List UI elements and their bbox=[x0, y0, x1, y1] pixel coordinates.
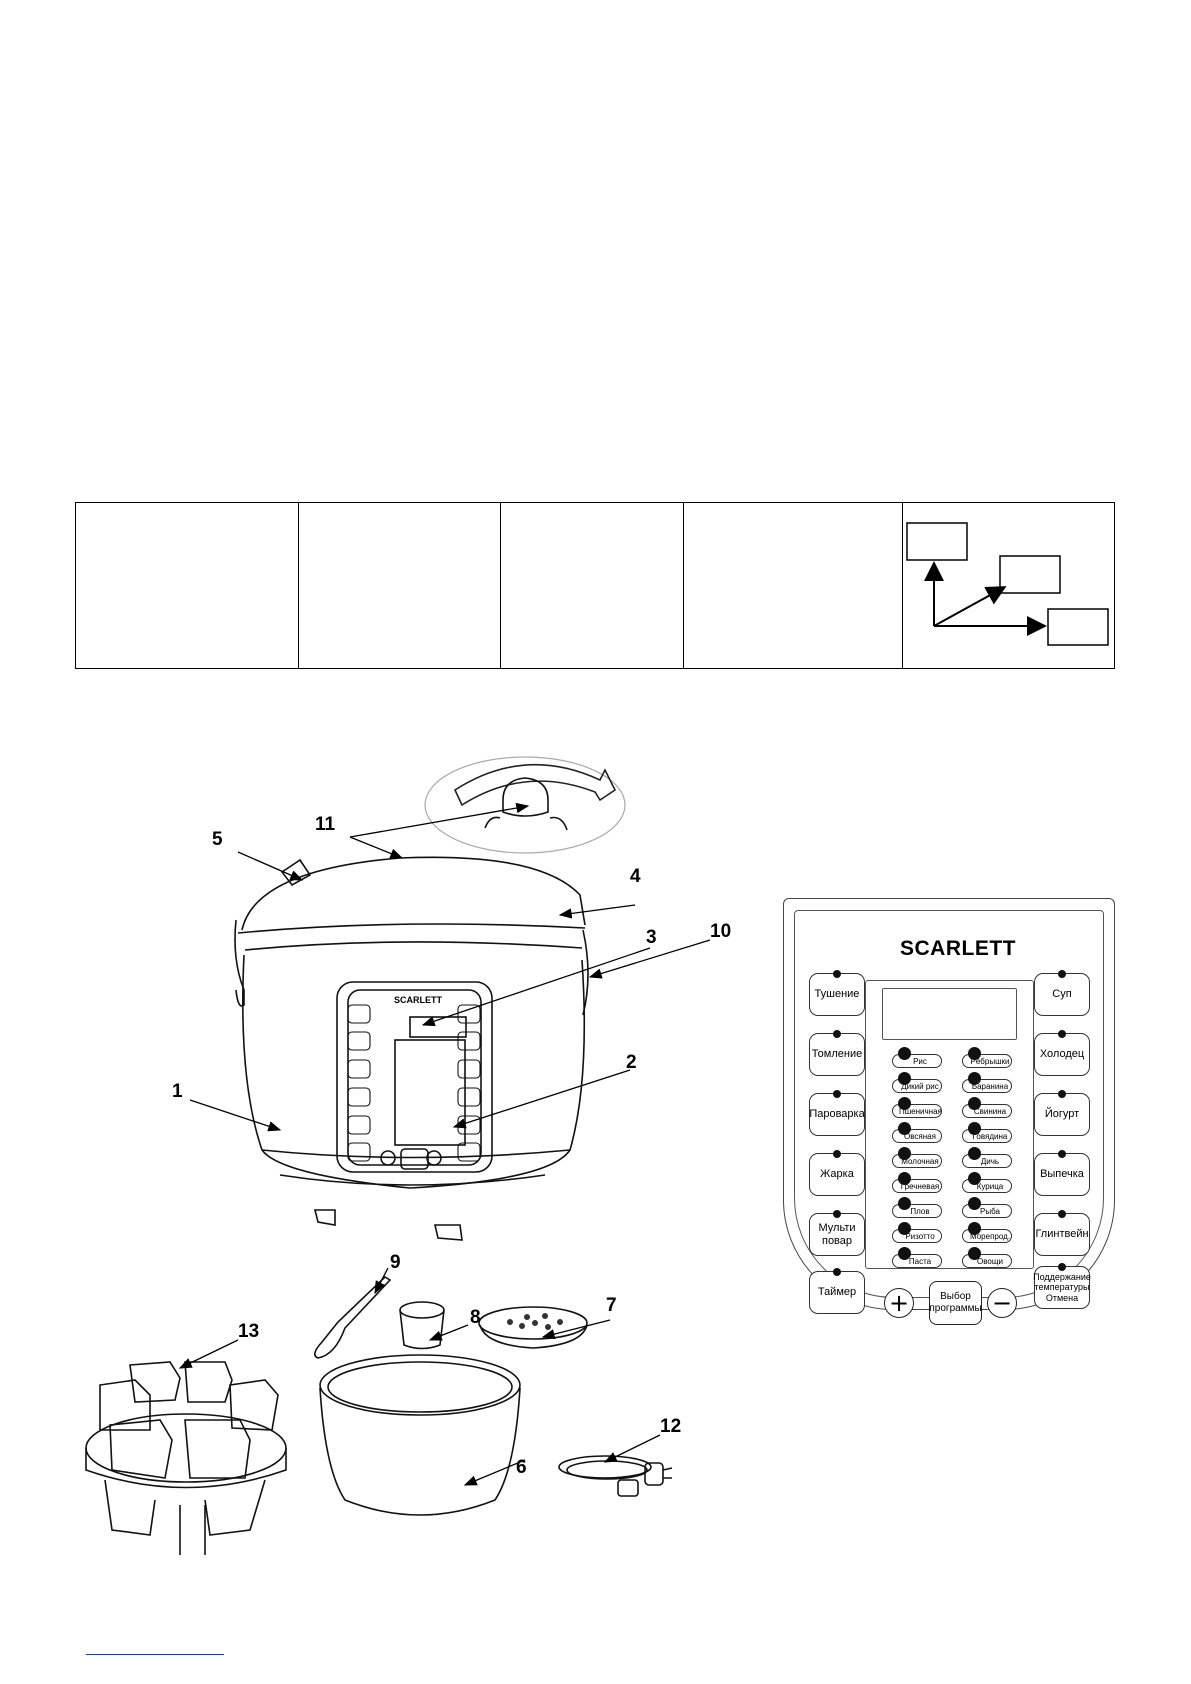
cooker-brand-label: SCARLETT bbox=[394, 995, 442, 1005]
steam-valve-icon bbox=[424, 756, 626, 854]
program-molochnaya[interactable]: Молочная bbox=[892, 1147, 942, 1168]
button-tomlenie[interactable]: Томление bbox=[809, 1030, 865, 1076]
program-govyadina[interactable]: Говядина bbox=[962, 1122, 1012, 1143]
power-cord-icon bbox=[558, 1455, 673, 1497]
button-tushenie[interactable]: Тушение bbox=[809, 970, 865, 1016]
axes-diagram-icon bbox=[906, 522, 1109, 646]
led-icon bbox=[833, 1268, 841, 1276]
led-icon bbox=[833, 970, 841, 978]
spec-cell-2 bbox=[298, 502, 501, 669]
led-icon bbox=[968, 1197, 981, 1210]
callout-2: 2 bbox=[626, 1052, 637, 1073]
led-icon bbox=[968, 1172, 981, 1185]
program-baranina[interactable]: Баранина bbox=[962, 1072, 1012, 1093]
button-keep-warm-cancel[interactable]: Поддержание температуры Отмена bbox=[1033, 1263, 1091, 1309]
callout-3: 3 bbox=[646, 927, 657, 948]
measuring-cup-icon bbox=[399, 1301, 445, 1350]
display-window bbox=[882, 988, 1017, 1040]
led-icon bbox=[833, 1090, 841, 1098]
callout-4: 4 bbox=[630, 866, 641, 887]
program-dikiy-ris[interactable]: Дикий рис bbox=[892, 1072, 942, 1093]
callout-10: 10 bbox=[710, 921, 732, 942]
button-parovarka[interactable]: Пароварка bbox=[809, 1090, 865, 1136]
program-moreprod[interactable]: Морепрод. bbox=[962, 1222, 1012, 1243]
plus-button[interactable]: + bbox=[884, 1288, 914, 1318]
program-kuritsa[interactable]: Курица bbox=[962, 1172, 1012, 1193]
program-rebryshki[interactable]: Рёбрышки bbox=[962, 1047, 1012, 1068]
led-icon bbox=[898, 1122, 911, 1135]
led-icon bbox=[898, 1172, 911, 1185]
led-icon bbox=[898, 1222, 911, 1235]
led-icon bbox=[898, 1247, 911, 1260]
button-yogurt[interactable]: Йогурт bbox=[1034, 1090, 1090, 1136]
spec-cell-1 bbox=[75, 502, 299, 669]
program-pasta[interactable]: Паста bbox=[892, 1247, 942, 1268]
spec-table bbox=[75, 502, 1115, 669]
program-ryba[interactable]: Рыба bbox=[962, 1197, 1012, 1218]
led-icon bbox=[833, 1210, 841, 1218]
led-icon bbox=[968, 1247, 981, 1260]
callout-1: 1 bbox=[172, 1081, 183, 1102]
led-icon bbox=[1058, 1030, 1066, 1038]
led-icon bbox=[1058, 1210, 1066, 1218]
led-icon bbox=[968, 1222, 981, 1235]
program-grechnevaya[interactable]: Гречневая bbox=[892, 1172, 942, 1193]
callout-11: 11 bbox=[315, 814, 336, 835]
steamer-tray-icon bbox=[478, 1306, 588, 1349]
callout-8: 8 bbox=[470, 1307, 481, 1328]
minus-button[interactable]: − bbox=[987, 1288, 1017, 1318]
led-icon bbox=[1058, 1090, 1066, 1098]
program-plov[interactable]: Плов bbox=[892, 1197, 942, 1218]
callout-13: 13 bbox=[238, 1321, 260, 1342]
button-sup[interactable]: Суп bbox=[1034, 970, 1090, 1016]
callout-5: 5 bbox=[212, 829, 223, 850]
led-icon bbox=[898, 1097, 911, 1110]
program-area bbox=[865, 980, 1034, 1269]
program-ovoshchi[interactable]: Овощи bbox=[962, 1247, 1012, 1268]
multicooker-icon bbox=[234, 856, 589, 1241]
led-icon bbox=[1058, 1150, 1066, 1158]
led-icon bbox=[898, 1047, 911, 1060]
program-ovsyanaya[interactable]: Овсяная bbox=[892, 1122, 942, 1143]
button-zharka[interactable]: Жарка bbox=[809, 1150, 865, 1196]
brand-logo: SCARLETT bbox=[900, 937, 1016, 960]
program-dich[interactable]: Дичь bbox=[962, 1147, 1012, 1168]
program-ris[interactable]: Рис bbox=[892, 1047, 942, 1068]
led-icon bbox=[968, 1147, 981, 1160]
yogurt-jars-icon bbox=[85, 1361, 287, 1555]
led-icon bbox=[833, 1150, 841, 1158]
button-taimer[interactable]: Таймер bbox=[809, 1268, 865, 1314]
select-program-button[interactable]: Выбор программы bbox=[929, 1281, 982, 1325]
callout-12: 12 bbox=[660, 1416, 682, 1437]
led-icon bbox=[898, 1197, 911, 1210]
led-icon bbox=[968, 1097, 981, 1110]
button-holodets[interactable]: Холодец bbox=[1034, 1030, 1090, 1076]
button-glintvein[interactable]: Глинтвейн bbox=[1034, 1210, 1090, 1256]
led-icon bbox=[1058, 1263, 1066, 1271]
button-multipovar[interactable]: Мульти повар bbox=[809, 1210, 865, 1256]
spec-cell-symbol bbox=[902, 502, 1115, 669]
footer-link-underline[interactable] bbox=[86, 1654, 224, 1655]
inner-bowl-icon bbox=[319, 1354, 521, 1516]
callout-7: 7 bbox=[606, 1295, 617, 1316]
program-pshenichnaya[interactable]: Пшеничная bbox=[892, 1097, 942, 1118]
led-icon bbox=[968, 1122, 981, 1135]
callout-9: 9 bbox=[390, 1252, 401, 1273]
button-vypechka[interactable]: Выпечка bbox=[1034, 1150, 1090, 1196]
spec-cell-3 bbox=[500, 502, 684, 669]
led-icon bbox=[1058, 970, 1066, 978]
program-svinina[interactable]: Свинина bbox=[962, 1097, 1012, 1118]
led-icon bbox=[898, 1147, 911, 1160]
led-icon bbox=[968, 1072, 981, 1085]
led-icon bbox=[898, 1072, 911, 1085]
led-icon bbox=[968, 1047, 981, 1060]
program-rizotto[interactable]: Ризотто bbox=[892, 1222, 942, 1243]
spoon-icon bbox=[314, 1275, 392, 1359]
callout-6: 6 bbox=[516, 1457, 527, 1478]
led-icon bbox=[833, 1030, 841, 1038]
